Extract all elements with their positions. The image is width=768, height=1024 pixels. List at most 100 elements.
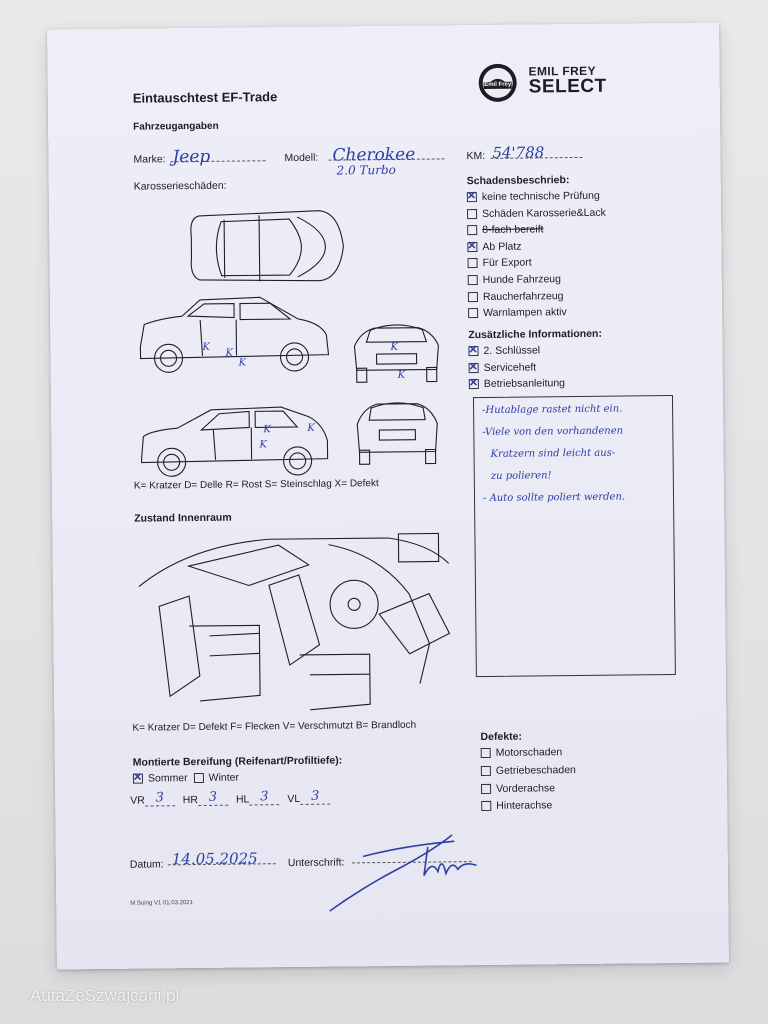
checkbox[interactable] — [468, 346, 479, 357]
damage-legend: K= Kratzer D= Delle R= Rost S= Steinschl… — [133, 478, 379, 492]
checkbox-row: keine technische Prüfung — [466, 190, 606, 203]
brand-value: Jeep — [172, 146, 211, 168]
checkbox[interactable] — [468, 362, 479, 373]
body-damage-label: Karosserieschäden: — [133, 179, 227, 193]
winter-label: Winter — [208, 771, 240, 784]
damage-mark-k: K — [397, 369, 406, 381]
checkbox[interactable] — [466, 192, 477, 203]
note-line: -Hutablage rastet nicht ein. — [482, 403, 623, 417]
checkbox[interactable] — [467, 258, 478, 269]
tires-title: Montierte Bereifung (Reifenart/Profiltie… — [132, 754, 343, 769]
notes-box[interactable]: -Hutablage rastet nicht ein. -Viele von d… — [472, 395, 676, 678]
checkbox-row: 2. Schlüssel — [468, 344, 602, 357]
checkbox[interactable] — [481, 783, 492, 794]
defects-title: Defekte: — [480, 730, 523, 744]
signature-scribble — [329, 834, 477, 912]
km-label: KM: — [466, 149, 486, 163]
date-field[interactable]: 14.05.2025 — [167, 849, 276, 869]
checkbox[interactable] — [481, 801, 492, 812]
checkbox[interactable] — [480, 747, 491, 759]
checkbox-row: 8-fach bereift — [467, 223, 606, 236]
damage-mark-k: K — [225, 347, 234, 359]
checkbox-row: Schäden Karosserie&Lack — [466, 206, 606, 220]
damage-mark-k: K — [307, 422, 315, 434]
model-value-engine: 2.0 Turbo — [336, 162, 396, 178]
tread-hr-value[interactable]: 3 — [197, 789, 228, 807]
car-side-view-left — [139, 296, 330, 373]
interior-diagram — [138, 532, 451, 711]
checkbox[interactable] — [480, 765, 491, 776]
checkbox-label: Raucherfahrzeug — [482, 289, 564, 303]
date-value: 14.05.2025 — [171, 849, 258, 869]
brand-field: Jeep — [170, 146, 266, 167]
car-rear-view — [356, 402, 438, 465]
car-body-diagram — [139, 210, 344, 477]
tread-vl: VL 3 — [287, 788, 331, 805]
checkbox[interactable] — [467, 275, 478, 286]
tread-hl: HL 3 — [236, 789, 280, 806]
tread-hl-value[interactable]: 3 — [249, 789, 280, 806]
damage-mark-k: K — [259, 439, 267, 451]
damage-description-title: Schadensbeschrieb: — [466, 174, 570, 188]
note-line: Kratzern sind leicht aus- — [490, 447, 616, 460]
interior-title: Zustand Innenraum — [134, 511, 232, 525]
note-line: -Viele von den vorhandenen — [482, 425, 624, 439]
checkbox-row: Betriebsanleitung — [468, 377, 603, 390]
checkbox-label: Getriebeschaden — [495, 763, 576, 777]
checkbox-row: Motorschaden — [480, 746, 576, 759]
logo-badge-text: Emil Frey — [484, 81, 512, 88]
car-side-view-right — [141, 406, 329, 477]
checkbox[interactable] — [467, 241, 478, 252]
note-line: - Auto sollte poliert werden. — [482, 491, 626, 505]
km-field: 54'788 — [490, 142, 583, 162]
model-field: Cherokee — [328, 144, 445, 166]
note-line: zu polieren! — [490, 470, 552, 482]
footer-code: M.Suing V1 01.03.2021 — [130, 900, 194, 907]
additional-info-title: Zusätzliche Informationen: — [468, 327, 602, 342]
form-title: Eintauschtest EF-Trade — [132, 89, 278, 106]
vehicle-section-title: Fahrzeugangaben — [133, 120, 219, 133]
checkbox[interactable] — [466, 208, 478, 219]
checkbox-label: Für Export — [482, 256, 532, 270]
tread-vr-value[interactable]: 3 — [144, 790, 175, 807]
model-label: Modell: — [284, 151, 319, 165]
km-value: 54'788 — [492, 143, 545, 162]
logo-line2: SELECT — [528, 75, 607, 98]
checkbox-row: Ab Platz — [467, 239, 606, 253]
tread-hr: HR 3 — [183, 789, 228, 807]
checkbox[interactable] — [468, 308, 479, 319]
damage-mark-k: K — [390, 341, 398, 353]
winter-checkbox[interactable] — [193, 772, 204, 784]
checkbox-label: Schäden Karosserie&Lack — [481, 206, 606, 220]
checkbox-label: Warnlampen aktiv — [483, 306, 567, 320]
tread-depth-row: VR 3 HR 3 HL 3 VL 3 — [130, 788, 331, 807]
checkbox[interactable] — [467, 291, 478, 302]
date-label: Datum: — [129, 858, 164, 871]
notes-text: -Hutablage rastet nicht ein. -Viele von d… — [474, 396, 673, 512]
emil-frey-logo-icon — [475, 61, 519, 105]
checkbox[interactable] — [467, 225, 478, 236]
damage-mark-k: K — [202, 341, 210, 353]
checkbox-row: Raucherfahrzeug — [467, 289, 607, 303]
damage-mark-k: K — [238, 357, 247, 369]
checkbox-label: Hinterachse — [496, 799, 553, 813]
checkbox-label: Ab Platz — [482, 240, 522, 253]
tread-vr: VR 3 — [130, 790, 175, 807]
additional-info-list: 2. SchlüsselServiceheftBetriebsanleitung — [468, 344, 602, 391]
checkbox-row: Warnlampen aktiv — [468, 306, 607, 319]
damage-mark-k: K — [263, 424, 271, 436]
tread-vl-value[interactable]: 3 — [300, 788, 331, 805]
checkbox[interactable] — [468, 379, 479, 390]
car-top-view — [190, 210, 344, 282]
damage-description-section: Schadensbeschrieb: keine technische Prüf… — [467, 174, 607, 324]
checkbox-row: Hinterachse — [481, 799, 576, 812]
checkbox-label: Vorderachse — [496, 781, 556, 795]
checkbox-row: Vorderachse — [481, 782, 576, 795]
interior-legend: K= Kratzer D= Defekt F= Flecken V= Versc… — [132, 719, 417, 734]
summer-checkbox[interactable] — [132, 773, 143, 784]
inspection-form-sheet: Eintauschtest EF-Trade Emil Frey EMIL FR… — [47, 22, 729, 970]
tire-type-row: Sommer Winter — [132, 771, 240, 785]
